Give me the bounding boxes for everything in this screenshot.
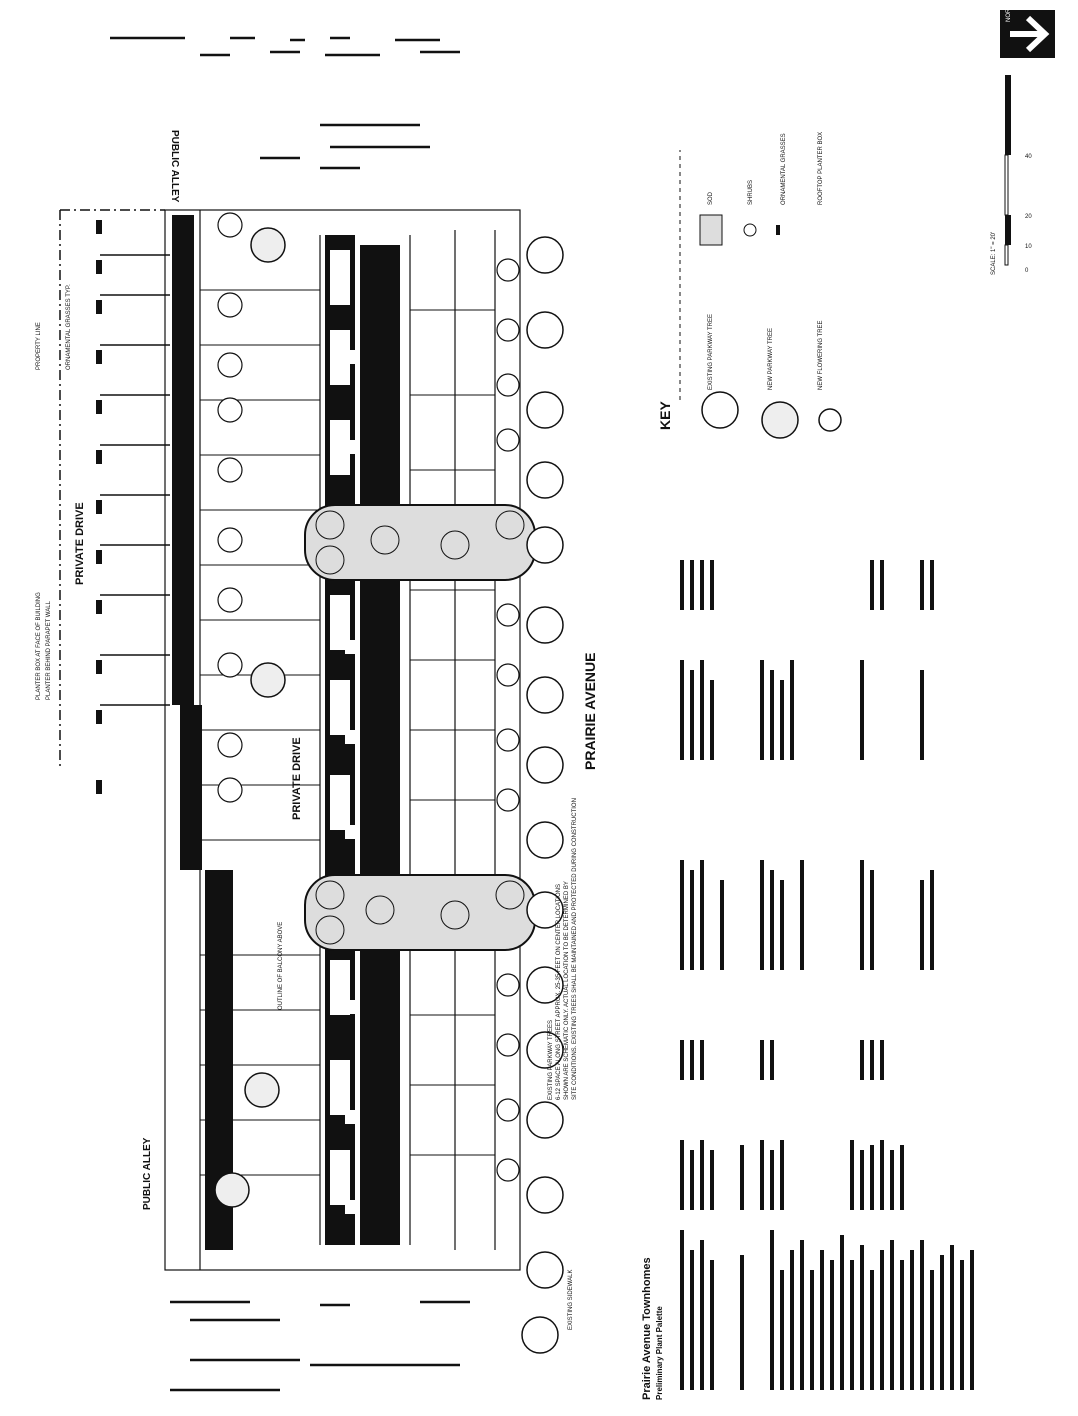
private-drive-top-label: PRIVATE DRIVE — [74, 502, 86, 585]
svg-text:OUTLINE OF BALCONY ABOVE: OUTLINE OF BALCONY ABOVE — [278, 922, 284, 1010]
svg-text:SOD: SOD — [708, 191, 714, 205]
existing-parkway-tree-icon — [701, 391, 739, 429]
public-alley-right-label: PUBLIC ALLEY — [169, 130, 180, 203]
svg-text:EXISTING SIDEWALK: EXISTING SIDEWALK — [568, 1270, 574, 1330]
scale-label: SCALE: 1" = 20' — [991, 232, 997, 275]
svg-text:ORNAMENTAL GRASSES TYP.: ORNAMENTAL GRASSES TYP. — [66, 284, 72, 370]
courtyard-planter-1 — [304, 504, 536, 581]
ornamental-grass-icon — [776, 225, 780, 235]
north-arrow: NORTH — [1000, 1, 1055, 58]
ornamental-grass-row — [96, 220, 102, 794]
svg-text:20: 20 — [1025, 214, 1032, 220]
svg-text:SHRUBS: SHRUBS — [748, 180, 754, 205]
unit-divider-lines — [100, 254, 170, 706]
svg-text:PROPERTY LINE: PROPERTY LINE — [36, 322, 42, 370]
parkway-trees — [521, 236, 564, 1354]
flowering-trees — [217, 212, 520, 1182]
palette-title: Prairie Avenue Townhomes — [641, 1257, 653, 1400]
key-legend: KEY EXISTING PARKWAY TREE NEW PARKWAY TR… — [657, 132, 842, 439]
shrub-icon — [743, 223, 757, 237]
public-alley-left-label: PUBLIC ALLEY — [142, 1137, 153, 1210]
new-parkway-trees — [214, 227, 286, 1208]
north-label: NORTH — [1006, 1, 1012, 22]
svg-text:EXISTING PARKWAY TREES: EXISTING PARKWAY TREES — [548, 1020, 554, 1100]
key-title: KEY — [657, 401, 673, 430]
annotation-labels: PROPERTY LINE ORNAMENTAL GRASSES TYP. PL… — [36, 284, 578, 1330]
palette-subtitle: Preliminary Plant Palette — [655, 1306, 664, 1400]
plant-palette: Prairie Avenue Townhomes Preliminary Pla… — [641, 560, 974, 1400]
svg-text:NEW PARKWAY TREE: NEW PARKWAY TREE — [768, 328, 774, 390]
svg-text:EXISTING PARKWAY TREE: EXISTING PARKWAY TREE — [708, 314, 714, 390]
svg-text:PLANTER BEHIND PARAPET WALL: PLANTER BEHIND PARAPET WALL — [46, 600, 52, 700]
svg-text:6-12 SPACE ALONG STREET APPROX: 6-12 SPACE ALONG STREET APPROX. 25-35 FE… — [556, 884, 562, 1100]
sod-icon — [699, 214, 723, 246]
new-parkway-tree-icon — [761, 401, 799, 439]
svg-text:SHOWN ARE SCHEMATIC ONLY. ACTU: SHOWN ARE SCHEMATIC ONLY. ACTUAL LOCATIO… — [564, 881, 570, 1100]
building-walls — [172, 215, 400, 1250]
courtyard-planter-2 — [304, 874, 536, 951]
new-flowering-tree-icon — [818, 408, 842, 432]
prairie-avenue-label: PRAIRIE AVENUE — [582, 653, 598, 770]
svg-text:ORNAMENTAL GRASSES: ORNAMENTAL GRASSES — [781, 133, 787, 205]
svg-text:NEW FLOWERING TREE: NEW FLOWERING TREE — [818, 320, 824, 390]
svg-text:ROOFTOP PLANTER BOX: ROOFTOP PLANTER BOX — [818, 132, 824, 205]
scale-bar: SCALE: 1" = 20' 0 10 20 40 — [991, 75, 1032, 275]
svg-text:PLANTER BOX AT FACE OF BUILDIN: PLANTER BOX AT FACE OF BUILDING — [36, 592, 42, 700]
svg-text:SITE CONDITIONS. EXISTING TREE: SITE CONDITIONS. EXISTING TREES SHALL BE… — [572, 798, 578, 1100]
svg-text:40: 40 — [1025, 154, 1032, 160]
street-labels: PRAIRIE AVENUE PRIVATE DRIVE PRIVATE DRI… — [74, 130, 598, 1210]
svg-text:0: 0 — [1025, 268, 1029, 274]
bottom-dashes — [170, 1300, 470, 1392]
property-line — [59, 209, 165, 770]
top-dashes — [110, 36, 460, 170]
svg-text:10: 10 — [1025, 244, 1032, 250]
private-drive-mid-label: PRIVATE DRIVE — [291, 737, 303, 820]
stair-hatches — [330, 250, 359, 1214]
